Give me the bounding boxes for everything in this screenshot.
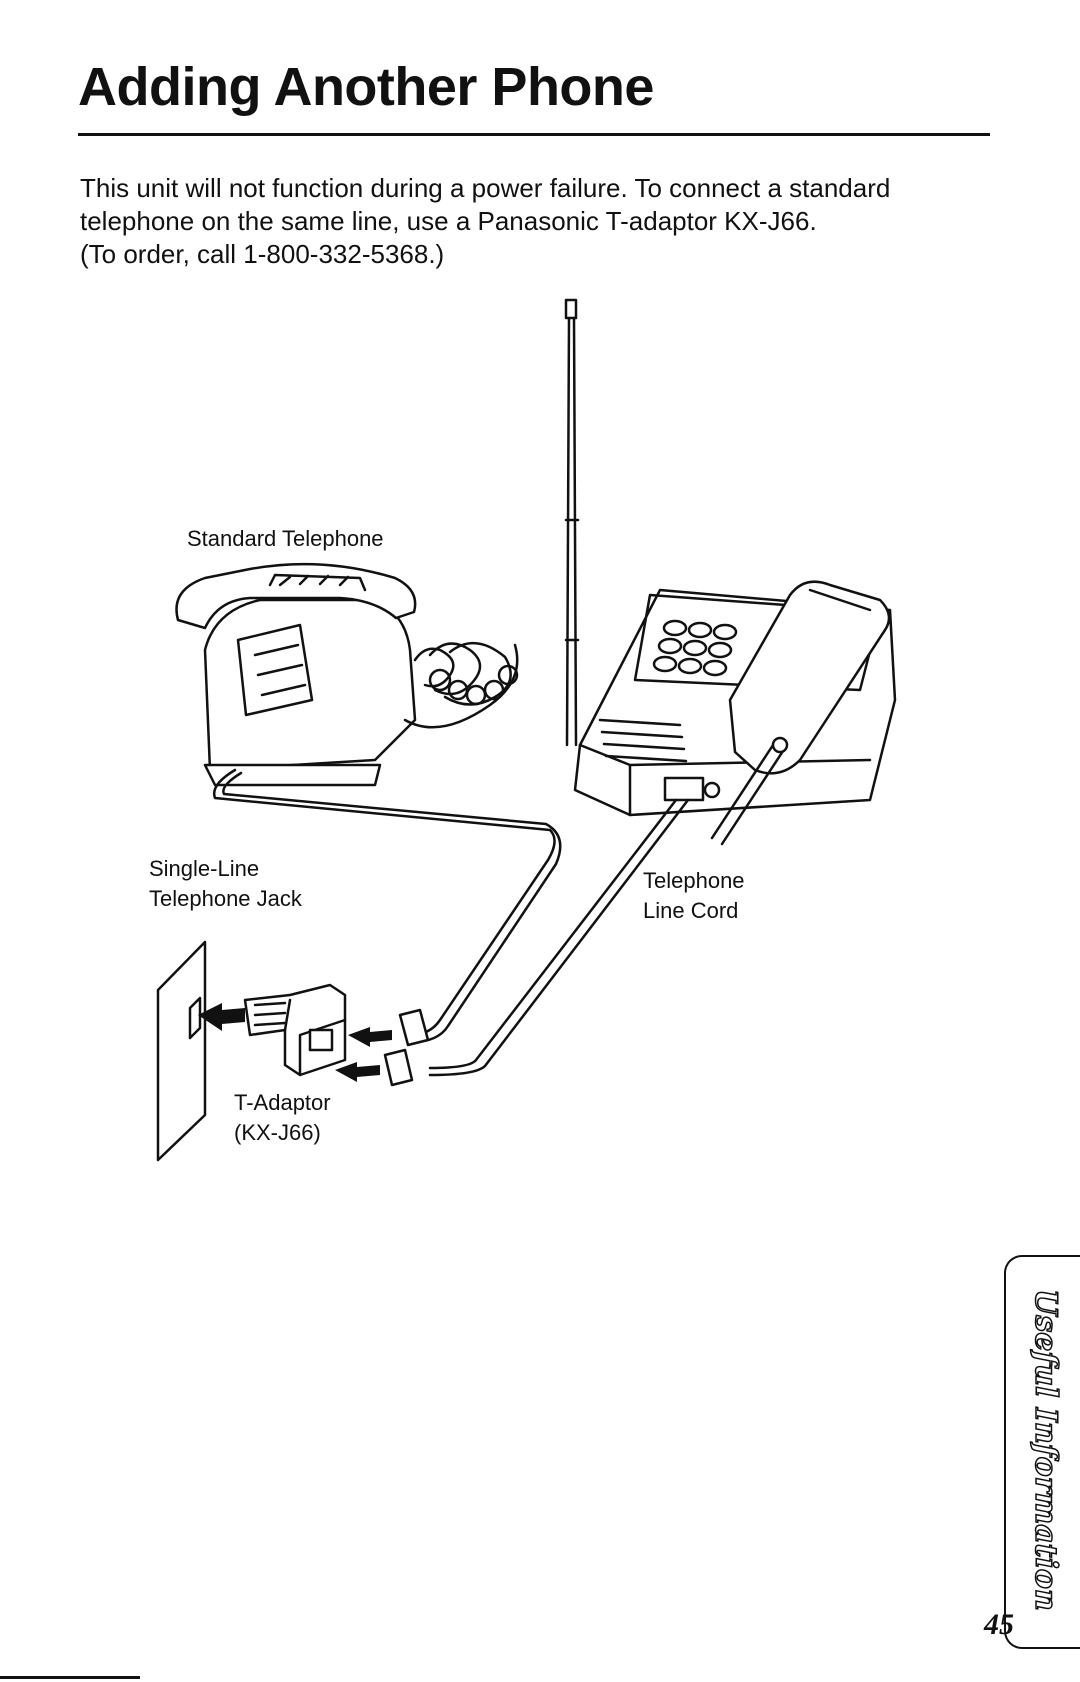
- corner-mark: [0, 1676, 140, 1679]
- label-adaptor-line-1: T-Adaptor: [234, 1090, 331, 1115]
- arrow-plug-upper: [348, 1027, 392, 1047]
- t-adaptor-drawing: [243, 983, 347, 1077]
- standard-telephone-drawing: [175, 562, 519, 787]
- cordless-base-drawing: [564, 298, 897, 846]
- page-number: 45: [984, 1608, 1014, 1641]
- section-tab-label: Useful Information: [1027, 1288, 1064, 1611]
- standard-phone-cord: [212, 768, 556, 1037]
- label-jack-line-2: Telephone Jack: [149, 886, 302, 911]
- intro-line-3: (To order, call 1-800-332-5368.): [80, 239, 445, 269]
- title-rule: [78, 133, 990, 136]
- label-line-cord-line-1: Telephone: [643, 868, 745, 893]
- arrow-into-wall: [198, 1003, 245, 1031]
- intro-paragraph: This unit will not function during a pow…: [80, 172, 1000, 271]
- section-tab: [1004, 1255, 1080, 1649]
- label-jack-line-1: Single-Line: [149, 856, 260, 881]
- label-adaptor-line-2: (KX-J66): [234, 1120, 321, 1145]
- label-line-cord-line-2: Line Cord: [643, 898, 739, 923]
- telephone-line-cord: [428, 798, 678, 1070]
- page-title: Adding Another Phone: [78, 57, 654, 117]
- label-standard-telephone: Standard Telephone: [187, 526, 384, 551]
- intro-line-1: This unit will not function during a pow…: [80, 173, 891, 203]
- wall-plate-drawing: [156, 940, 207, 1162]
- arrow-plug-lower: [335, 1062, 380, 1082]
- intro-line-2: telephone on the same line, use a Panaso…: [80, 206, 817, 236]
